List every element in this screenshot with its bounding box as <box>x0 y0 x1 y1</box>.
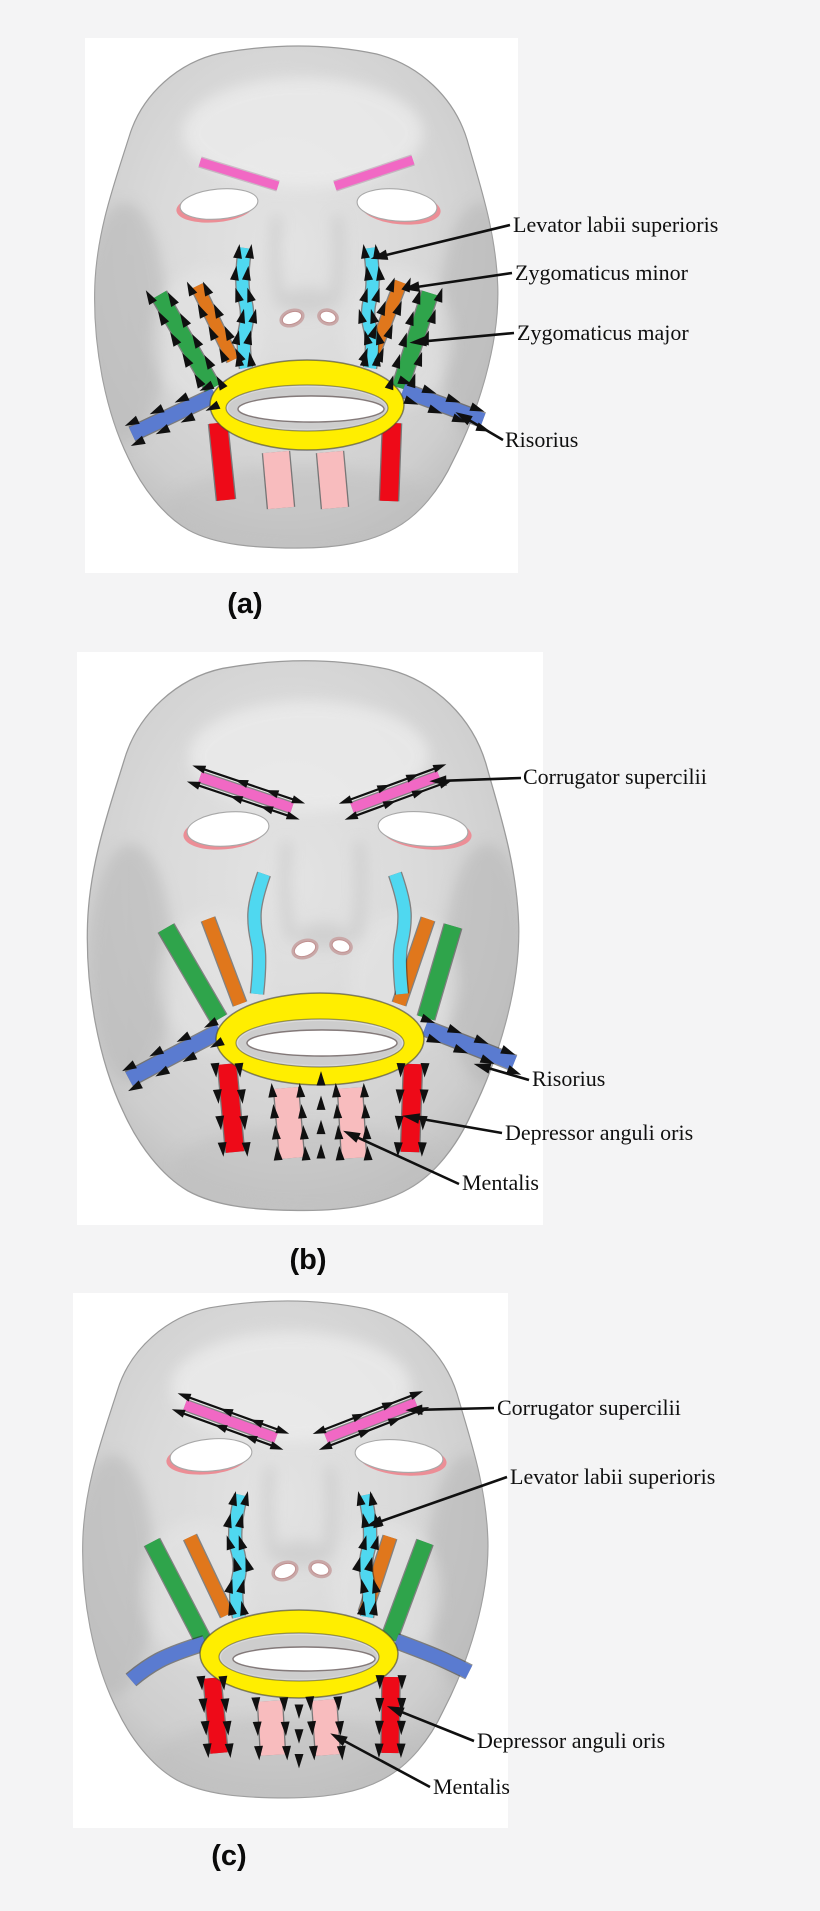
muscle-risorius <box>124 1023 225 1087</box>
label-depressor-anguli-oris-c: Depressor anguli oris <box>477 1728 666 1753</box>
label-risorius-a: Risorius <box>505 427 579 452</box>
muscle-levator-labii-superioris <box>357 1493 378 1619</box>
muscle-mentalis <box>315 450 350 510</box>
muscle-mentalis <box>261 450 296 510</box>
muscle-levator-labii-superioris <box>235 246 255 370</box>
nostrils <box>279 308 339 328</box>
muscle-depressor-anguli-oris <box>207 421 237 502</box>
nostrils <box>271 1559 332 1582</box>
muscle-orbicularis-oris <box>199 1609 399 1699</box>
label-zygomaticus-minor: Zygomaticus minor <box>515 260 688 285</box>
muscle-depressor-anguli-oris <box>216 1063 246 1153</box>
muscle-levator-labii-superioris <box>388 871 412 995</box>
eye-holes <box>183 811 472 850</box>
eye-holes <box>166 1438 447 1476</box>
panel-a <box>85 38 518 573</box>
muscle-risorius <box>393 1633 473 1680</box>
muscle-bands <box>124 871 518 1160</box>
nostrils <box>291 936 353 960</box>
muscle-depressor-anguli-oris <box>378 422 403 502</box>
nose-shading <box>270 215 344 314</box>
muscle-levator-labii-superioris <box>360 246 380 370</box>
muscle-mentalis <box>256 1700 287 1756</box>
eye-holes <box>176 188 441 225</box>
face-diagram-c <box>82 1300 489 1799</box>
muscle-risorius <box>125 1635 208 1687</box>
muscle-zygomaticus-major <box>143 1537 213 1647</box>
muscle-corrugator-eyebrows <box>186 764 453 820</box>
caption-b: (b) <box>289 1244 327 1276</box>
panel-b <box>77 652 543 1225</box>
muscle-risorius <box>128 387 219 442</box>
face-diagram-a <box>94 45 499 549</box>
muscle-corrugator-eyebrows <box>198 154 415 192</box>
muscle-direction-arrows <box>196 1491 407 1769</box>
muscle-zygomaticus-minor <box>190 282 240 364</box>
label-levator-labii-superioris-c: Levator labii superioris <box>510 1464 716 1489</box>
muscle-zygomaticus-minor <box>182 1533 235 1619</box>
nose-shading <box>280 841 366 949</box>
muscle-zygomaticus-major <box>380 1538 434 1643</box>
label-mentalis-c: Mentalis <box>433 1774 510 1799</box>
label-mentalis-b: Mentalis <box>462 1170 539 1195</box>
muscle-mentalis <box>272 1086 306 1160</box>
label-levator-labii-superioris: Levator labii superioris <box>513 212 719 237</box>
face-diagram-b <box>86 660 522 1212</box>
label-zygomaticus-major: Zygomaticus major <box>517 320 689 345</box>
muscle-orbicularis-oris <box>209 359 405 451</box>
mouth-slit <box>246 1029 398 1057</box>
muscle-depressor-anguli-oris <box>380 1676 401 1754</box>
muscle-zygomaticus-major <box>150 290 222 393</box>
label-corrugator-supercilii-c: Corrugator supercilii <box>497 1395 681 1420</box>
muscle-mentalis <box>310 1699 342 1756</box>
muscle-levator-labii-superioris <box>227 1493 249 1619</box>
muscle-risorius <box>421 1019 518 1072</box>
label-risorius-b: Risorius <box>532 1066 606 1091</box>
label-depressor-anguli-oris-b: Depressor anguli oris <box>505 1120 694 1145</box>
muscle-mentalis <box>336 1087 368 1159</box>
muscle-corrugator-eyebrows <box>171 1391 430 1450</box>
muscle-levator-labii-superioris <box>247 871 271 995</box>
muscle-zygomaticus-minor <box>200 916 248 1007</box>
muscle-orbicularis-oris <box>215 992 425 1086</box>
mouth-slit <box>232 1646 376 1672</box>
muscle-depressor-anguli-oris <box>202 1677 229 1754</box>
muscle-zygomaticus-major <box>416 923 463 1021</box>
panel-c <box>73 1293 508 1828</box>
muscle-depressor-anguli-oris <box>399 1063 424 1153</box>
caption-a: (a) <box>227 588 263 620</box>
label-corrugator-supercilii-b: Corrugator supercilii <box>523 764 707 789</box>
mouth-slit <box>237 395 385 423</box>
muscle-zygomaticus-major <box>157 923 228 1024</box>
caption-c: (c) <box>211 1840 247 1872</box>
